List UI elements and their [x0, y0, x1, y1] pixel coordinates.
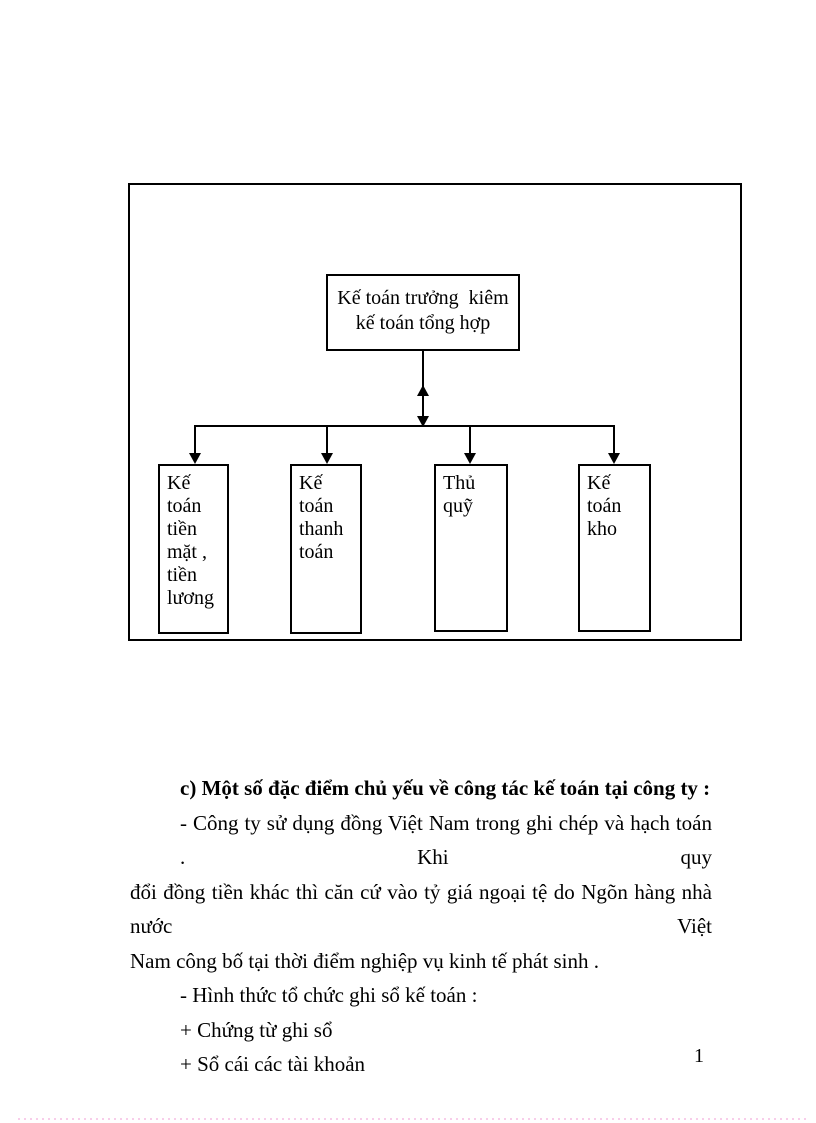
org-chart-root-box: Kế toán trưởng kiêm kế toán tổng hợp — [326, 274, 520, 351]
arrow-down-icon — [608, 453, 620, 464]
arrow-down-icon — [464, 453, 476, 464]
arrow-up-icon — [417, 385, 429, 396]
box-text-line: Kế — [167, 472, 191, 494]
paragraph-line: Nam công bố tại thời điểm nghiệp vụ kinh… — [130, 948, 599, 973]
org-chart-box-treasurer: Thủ quỹ — [434, 464, 508, 632]
org-root-label-line2: kế toán tổng hợp — [355, 312, 491, 334]
org-chart-frame: Kế toán trưởng kiêm kế toán tổng hợp Kế … — [128, 183, 742, 641]
connector-drop-line — [469, 425, 471, 453]
org-chart-box-cash-accounting: Kế toán tiền mặt , tiền lương — [158, 464, 229, 634]
bottom-dotted-divider — [18, 1118, 808, 1120]
box-text-line: toán — [587, 495, 622, 517]
arrow-down-icon — [417, 416, 429, 427]
box-text-line: toán — [299, 541, 334, 563]
connector-drop-line — [613, 425, 615, 453]
page-number: 1 — [694, 1045, 704, 1067]
connector-drop-line — [326, 425, 328, 453]
connector-drop-line — [194, 425, 196, 453]
paragraph-line: đổi đồng tiền khác thì căn cứ vào tỷ giá… — [130, 879, 712, 939]
box-text-line: Kế — [587, 472, 611, 494]
arrow-down-icon — [189, 453, 201, 464]
arrow-down-icon — [321, 453, 333, 464]
org-root-label-line1: Kế toán trưởng kiêm — [337, 287, 509, 309]
box-text-line: lương — [167, 587, 214, 609]
paragraph-line: - Công ty sử dụng đồng Việt Nam trong gh… — [180, 810, 712, 870]
box-text-line: toán — [167, 495, 202, 517]
connector-horizontal-line — [194, 425, 615, 427]
box-text-line: toán — [299, 495, 334, 517]
list-item: - Hình thức tổ chức ghi sổ kế toán : — [180, 983, 478, 1007]
box-text-line: kho — [587, 518, 617, 540]
box-text-line: mặt , — [167, 541, 207, 563]
box-text-line: tiền — [167, 564, 197, 586]
box-text-line: thanh — [299, 518, 344, 540]
box-text-line: tiền — [167, 518, 197, 540]
section-heading: c) Một số đặc điểm chủ yếu về công tác k… — [180, 776, 711, 800]
list-item: + Chứng từ ghi sổ — [180, 1017, 333, 1042]
body-text: c) Một số đặc điểm chủ yếu về công tác k… — [130, 771, 712, 1082]
list-item: + Sổ cái các tài khoản — [180, 1052, 366, 1076]
box-text-line: Thủ — [443, 472, 476, 494]
org-chart-box-payment-accounting: Kế toán thanh toán — [290, 464, 362, 634]
box-text-line: Kế — [299, 472, 323, 494]
org-chart-box-warehouse-accounting: Kế toán kho — [578, 464, 651, 632]
box-text-line: quỹ — [443, 495, 473, 517]
